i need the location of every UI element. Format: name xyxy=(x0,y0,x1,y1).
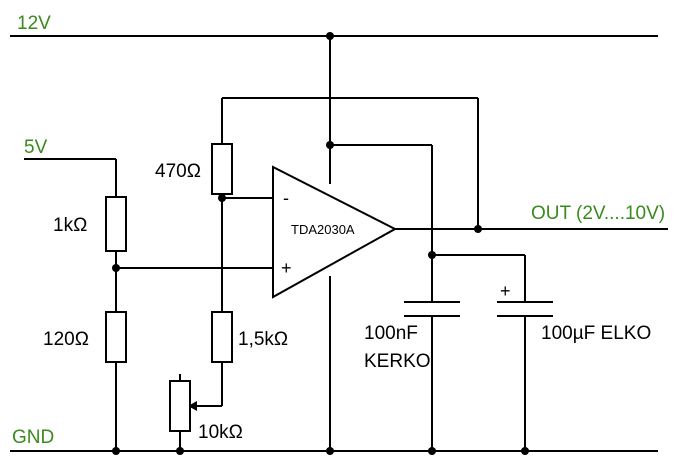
junction-dot xyxy=(112,264,120,272)
resistor-1k xyxy=(105,196,127,252)
junction-dot xyxy=(326,32,334,40)
label-c2: 100µF ELKO xyxy=(541,323,651,344)
label-r1: 1kΩ xyxy=(53,215,87,236)
label-c1-value: 100nF xyxy=(364,323,418,344)
net-label-12v: 12V xyxy=(17,13,51,34)
label-c1-type: KERKO xyxy=(364,351,431,372)
junction-dot xyxy=(428,447,436,455)
capacitor-polarity-sign: + xyxy=(500,281,511,301)
opamp-minus-sign: - xyxy=(283,188,289,208)
label-r3: 470Ω xyxy=(155,161,201,182)
potentiometer-10k xyxy=(169,380,191,432)
junction-dot xyxy=(428,251,436,259)
label-r2: 120Ω xyxy=(43,329,89,350)
opamp-tda2030a xyxy=(272,165,398,299)
pot-wiper-arrow-icon xyxy=(188,401,197,411)
junction-dot xyxy=(176,447,184,455)
junction-dot xyxy=(521,447,529,455)
resistor-1-5k xyxy=(211,311,233,363)
junction-dot xyxy=(326,447,334,455)
label-pot: 10kΩ xyxy=(198,422,243,443)
label-opamp: TDA2030A xyxy=(291,222,355,237)
net-label-gnd: GND xyxy=(12,427,54,448)
net-label-5v: 5V xyxy=(24,137,48,158)
junction-dot xyxy=(218,194,226,202)
resistor-470 xyxy=(211,143,233,195)
net-label-out: OUT (2V....10V) xyxy=(531,203,665,224)
opamp-plus-sign: + xyxy=(281,258,292,278)
resistor-120 xyxy=(105,311,127,363)
junction-dot xyxy=(112,447,120,455)
label-r4: 1,5kΩ xyxy=(238,329,288,350)
junction-dot xyxy=(326,141,334,149)
junction-dot xyxy=(474,225,482,233)
